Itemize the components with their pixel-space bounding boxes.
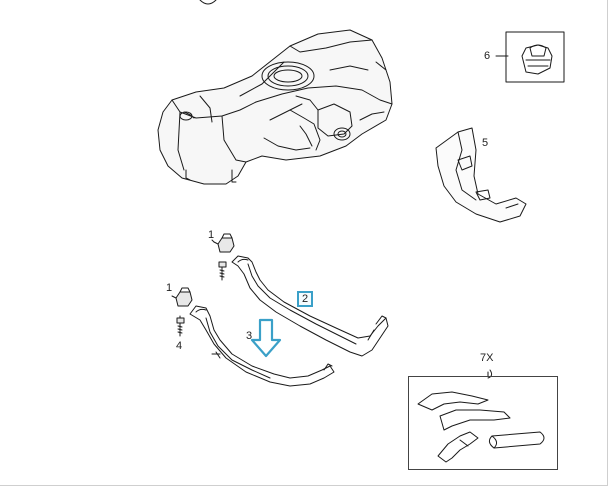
part-2-strap-upper <box>231 255 389 357</box>
kit-7x-contents <box>417 391 545 463</box>
part-4-bolt-lower <box>176 317 185 337</box>
part-1-clip-upper <box>213 233 235 253</box>
down-arrow-icon <box>250 318 282 358</box>
part-3-strap-lower <box>189 305 335 387</box>
part-label-7x: 7X <box>480 352 494 364</box>
fuel-tank <box>157 29 393 185</box>
part-4-bolt-upper <box>218 261 227 281</box>
part-label-1-upper: 1 <box>208 229 215 241</box>
part-callout-2[interactable]: 2 <box>297 291 313 307</box>
part-label-4: 4 <box>176 340 183 352</box>
part-label-3: 3 <box>246 330 253 342</box>
leader-1-upper <box>211 239 215 243</box>
part-1-clip-lower <box>171 287 193 307</box>
part-label-6: 6 <box>484 50 491 62</box>
kit-leader-line <box>487 369 493 379</box>
part-5-heat-shield <box>435 127 527 223</box>
part-label-5: 5 <box>482 137 489 149</box>
part-label-1-lower: 1 <box>166 282 173 294</box>
offscreen-part-edge <box>199 0 217 5</box>
part-6-nut <box>495 31 565 83</box>
kit-7x-box <box>408 376 558 470</box>
